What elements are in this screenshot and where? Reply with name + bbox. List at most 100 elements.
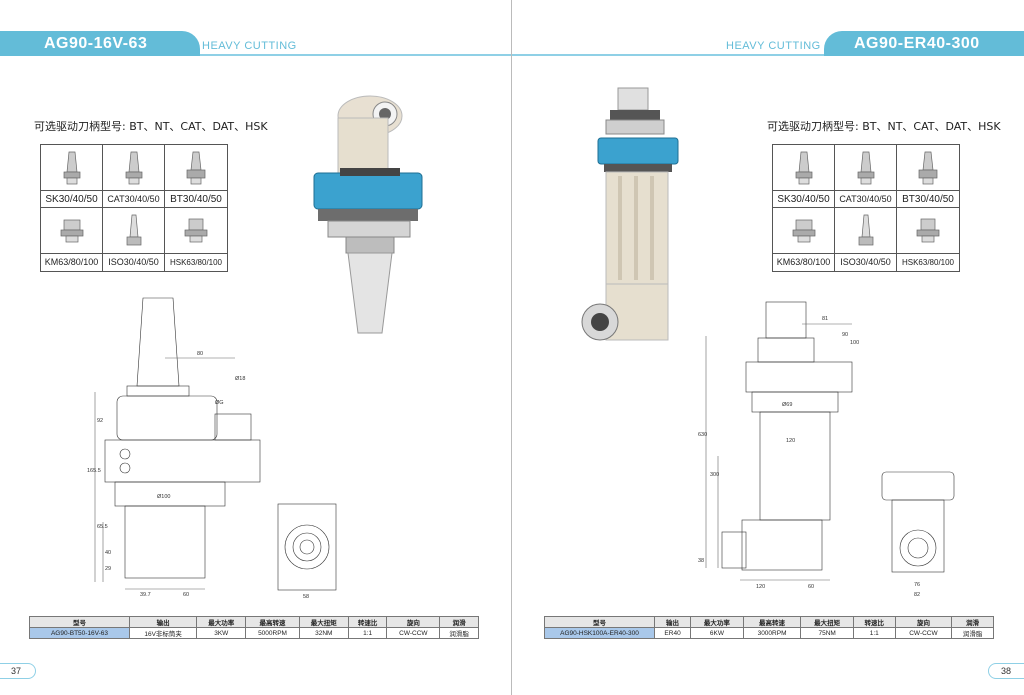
col-header: 型号 bbox=[29, 616, 130, 628]
dim-label: 76 bbox=[914, 582, 920, 588]
table-row: AG90-HSK100A-ER40-300 ER40 6KW 3000RPM 7… bbox=[544, 627, 994, 639]
table-cell: 润滑脂 bbox=[951, 627, 994, 639]
spec-table-header: 型号 输出 最大功率 最高转速 最大扭矩 转速比 旋向 润滑 bbox=[29, 616, 479, 628]
sk-shank-icon bbox=[773, 145, 835, 191]
table-cell: 1:1 bbox=[852, 627, 896, 639]
table-cell: CW-CCW bbox=[894, 627, 953, 639]
col-header: 最高转速 bbox=[742, 616, 802, 628]
grid-label: CAT30/40/50 bbox=[835, 191, 897, 208]
grid-label: BT30/40/50 bbox=[897, 191, 959, 208]
cat-shank-icon bbox=[103, 145, 165, 191]
header-title: AG90-ER40-300 bbox=[824, 31, 1024, 56]
dim-label: 165.5 bbox=[87, 468, 101, 474]
product-photo bbox=[313, 95, 423, 334]
left-page: AG90-16V-63 HEAVY CUTTING 可选驱动刀柄型号: BT、N… bbox=[0, 31, 512, 679]
dim-label: 92 bbox=[97, 418, 103, 424]
right-page: HEAVY CUTTING AG90-ER40-300 可选驱动刀柄型号: BT… bbox=[512, 0, 1024, 695]
col-header: 旋向 bbox=[894, 616, 953, 628]
table-cell: AG90-BT50-16V-63 bbox=[29, 627, 130, 639]
hsk-shank-icon bbox=[897, 208, 959, 254]
dim-label: 300 bbox=[710, 472, 719, 478]
col-header: 输出 bbox=[128, 616, 198, 628]
col-header: 最大功率 bbox=[690, 616, 744, 628]
table-cell: 3KW bbox=[196, 627, 247, 639]
dim-label: 120 bbox=[786, 438, 795, 444]
dim-label: 29 bbox=[105, 566, 111, 572]
hsk-shank-icon bbox=[165, 208, 227, 254]
dim-label: 82 bbox=[914, 592, 920, 598]
dim-label: 58 bbox=[303, 594, 309, 600]
col-header: 转速比 bbox=[852, 616, 896, 628]
shank-grid: SK30/40/50 CAT30/40/50 BT30/40/50 KM63/8… bbox=[772, 144, 960, 272]
dim-label: 39.7 bbox=[140, 592, 151, 598]
page-number: 38 bbox=[988, 663, 1024, 679]
bt-shank-icon bbox=[165, 145, 227, 191]
col-header: 型号 bbox=[544, 616, 655, 628]
header-title: AG90-16V-63 bbox=[0, 31, 200, 56]
col-header: 润滑 bbox=[951, 616, 994, 628]
km-shank-icon bbox=[773, 208, 835, 254]
grid-label: SK30/40/50 bbox=[41, 191, 103, 208]
dim-label: 60 bbox=[808, 584, 814, 590]
col-header: 润滑 bbox=[439, 616, 479, 628]
header-subtitle: HEAVY CUTTING bbox=[202, 40, 297, 52]
page-number: 37 bbox=[0, 663, 36, 679]
grid-label: SK30/40/50 bbox=[773, 191, 835, 208]
iso-shank-icon bbox=[103, 208, 165, 254]
header-subtitle: HEAVY CUTTING bbox=[726, 40, 821, 52]
dim-label: 80 bbox=[197, 351, 203, 357]
table-cell: 32NM bbox=[298, 627, 349, 639]
dim-label: 90 bbox=[842, 332, 848, 338]
km-shank-icon bbox=[41, 208, 103, 254]
cat-shank-icon bbox=[835, 145, 897, 191]
bt-shank-icon bbox=[897, 145, 959, 191]
col-header: 最大功率 bbox=[196, 616, 247, 628]
col-header: 输出 bbox=[653, 616, 692, 628]
dim-label: 40 bbox=[105, 550, 111, 556]
dim-label: 120 bbox=[756, 584, 765, 590]
table-cell: 75NM bbox=[800, 627, 854, 639]
spec-table-header: 型号 输出 最大功率 最高转速 最大扭矩 转速比 旋向 润滑 bbox=[544, 616, 994, 628]
table-row: AG90-BT50-16V-63 16V非标筒夹 3KW 5000RPM 32N… bbox=[29, 627, 479, 639]
grid-label: HSK63/80/100 bbox=[901, 258, 955, 267]
grid-label: BT30/40/50 bbox=[165, 191, 227, 208]
dim-label: 100 bbox=[850, 340, 859, 346]
grid-label: HSK63/80/100 bbox=[169, 258, 223, 267]
table-cell: 润滑脂 bbox=[439, 627, 479, 639]
shank-options-title: 可选驱动刀柄型号: BT、NT、CAT、DAT、HSK bbox=[34, 120, 268, 133]
dim-label: Ø18 bbox=[235, 376, 245, 382]
table-cell: 16V非标筒夹 bbox=[128, 627, 198, 639]
grid-label: KM63/80/100 bbox=[773, 254, 835, 271]
header-line bbox=[0, 54, 512, 56]
dim-label: ØG bbox=[215, 400, 224, 406]
technical-drawing: 81 90 100 Ø69 120 300 630 38 120 60 76 8… bbox=[698, 301, 955, 598]
dim-label: Ø100 bbox=[157, 494, 170, 500]
spec-table: 型号 输出 最大功率 最高转速 最大扭矩 转速比 旋向 润滑 AG90-HSK1… bbox=[544, 616, 994, 639]
table-cell: ER40 bbox=[653, 627, 692, 639]
dim-label: Ø69 bbox=[782, 402, 792, 408]
table-cell: 5000RPM bbox=[245, 627, 300, 639]
grid-label: ISO30/40/50 bbox=[103, 254, 165, 271]
header-line bbox=[512, 54, 1024, 56]
shank-options-title: 可选驱动刀柄型号: BT、NT、CAT、DAT、HSK bbox=[767, 120, 1001, 133]
table-cell: 6KW bbox=[690, 627, 744, 639]
spec-table: 型号 输出 最大功率 最高转速 最大扭矩 转速比 旋向 润滑 AG90-BT50… bbox=[29, 616, 479, 639]
sk-shank-icon bbox=[41, 145, 103, 191]
page-fold bbox=[511, 0, 512, 695]
technical-drawing: 80 Ø18 ØG 92 165.5 Ø100 65.5 40 29 39.7 … bbox=[87, 297, 337, 600]
dim-label: 65.5 bbox=[97, 524, 108, 530]
col-header: 最高转速 bbox=[245, 616, 300, 628]
product-photo bbox=[581, 87, 679, 341]
col-header: 旋向 bbox=[386, 616, 441, 628]
dim-label: 81 bbox=[822, 316, 828, 322]
col-header: 最大扭矩 bbox=[800, 616, 854, 628]
dim-label: 630 bbox=[698, 432, 707, 438]
shank-grid: SK30/40/50 CAT30/40/50 BT30/40/50 KM63/8… bbox=[40, 144, 228, 272]
dim-label: 38 bbox=[698, 558, 704, 564]
table-cell: AG90-HSK100A-ER40-300 bbox=[544, 627, 655, 639]
iso-shank-icon bbox=[835, 208, 897, 254]
table-cell: 3000RPM bbox=[742, 627, 802, 639]
dim-label: 60 bbox=[183, 592, 189, 598]
grid-label: KM63/80/100 bbox=[41, 254, 103, 271]
col-header: 最大扭矩 bbox=[298, 616, 349, 628]
